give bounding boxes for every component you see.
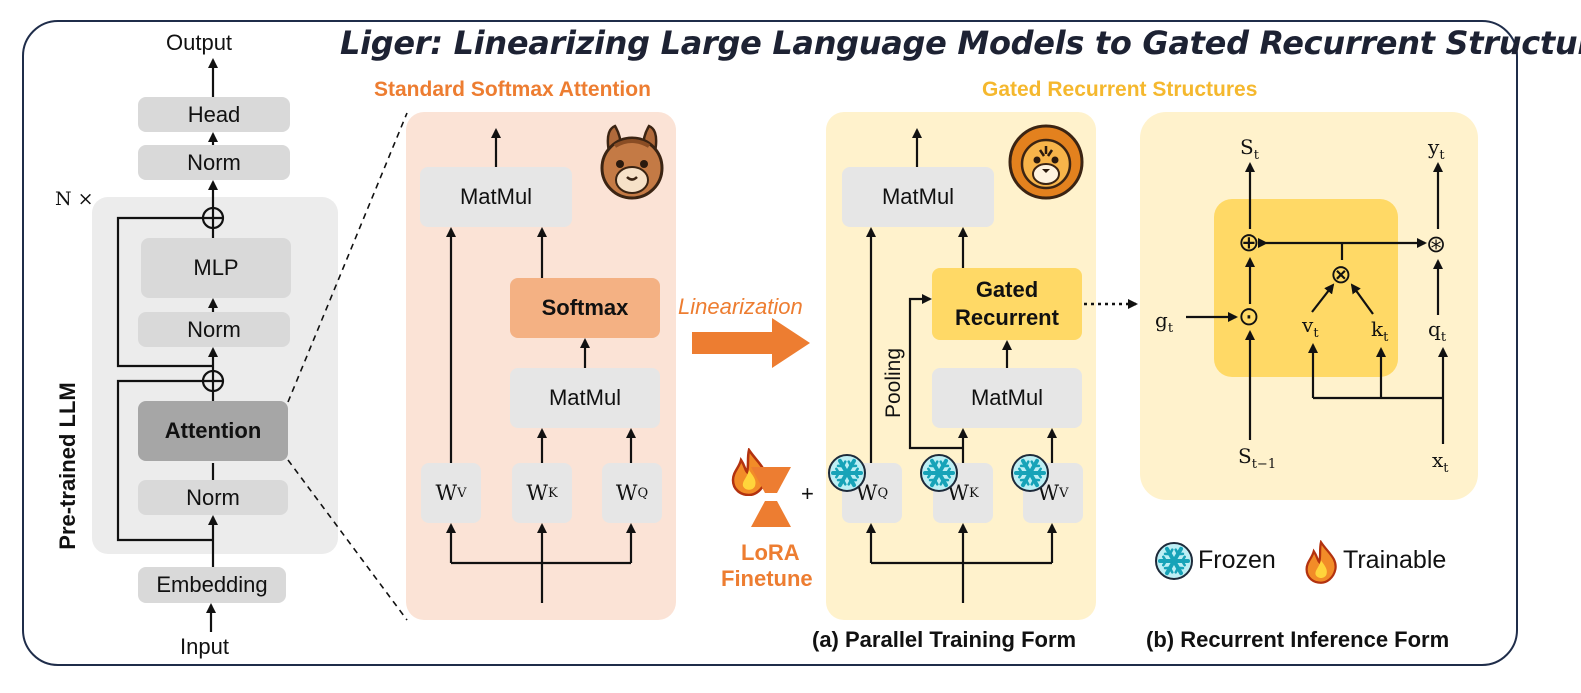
frozen-snowflake-icon-wq bbox=[828, 454, 866, 492]
wq-sub: Q bbox=[637, 485, 649, 501]
pwv-base: W bbox=[1037, 481, 1060, 505]
gt-base: g bbox=[1155, 308, 1168, 332]
softmax-matmul-bottom: MatMul bbox=[510, 368, 660, 428]
legend-snowflake-icon bbox=[1155, 542, 1193, 580]
gated-recurrent-block: Gated Recurrent bbox=[932, 268, 1082, 340]
wk-sub: K bbox=[547, 485, 558, 501]
linearization-arrow bbox=[692, 318, 810, 368]
mlp-block: MLP bbox=[141, 238, 291, 298]
pwq-sub: Q bbox=[877, 485, 889, 501]
qt-base: q bbox=[1428, 317, 1441, 341]
kt-base: k bbox=[1371, 317, 1384, 341]
attention-block: Attention bbox=[138, 401, 288, 461]
yt-base: y bbox=[1428, 135, 1440, 159]
embedding-block: Embedding bbox=[138, 567, 286, 603]
legend-fire-icon bbox=[1305, 540, 1337, 584]
pwv-sub: V bbox=[1059, 485, 1069, 501]
pwk-sub: K bbox=[968, 485, 979, 501]
recurrent-inner-block bbox=[1214, 199, 1398, 377]
output-label: Output bbox=[166, 30, 233, 55]
lora-label-line2: Finetune bbox=[721, 566, 813, 591]
llama-icon bbox=[600, 124, 664, 200]
sp-base: S bbox=[1238, 444, 1252, 468]
parallel-matmul-bottom: MatMul bbox=[932, 368, 1082, 428]
input-label: Input bbox=[180, 634, 229, 659]
wv-base: W bbox=[435, 481, 458, 505]
s-t-label: St bbox=[1240, 135, 1259, 163]
lora-label-line1: LoRA bbox=[741, 540, 800, 565]
xt-sub: t bbox=[1443, 461, 1449, 476]
frozen-snowflake-icon-wk bbox=[920, 454, 958, 492]
k-t-label: kt bbox=[1371, 317, 1388, 345]
g-t-label: gt bbox=[1155, 308, 1173, 336]
v-t-label: vt bbox=[1302, 313, 1319, 341]
softmax-block: Softmax bbox=[510, 278, 660, 338]
st-sub: t bbox=[1253, 148, 1259, 163]
linearization-label: Linearization bbox=[678, 294, 803, 319]
legend-trainable-label: Trainable bbox=[1343, 546, 1447, 574]
s-prev-label: St−1 bbox=[1238, 444, 1276, 472]
head-block: Head bbox=[138, 97, 290, 132]
y-t-label: yt bbox=[1428, 135, 1445, 163]
q-t-label: qt bbox=[1428, 317, 1446, 345]
pwk-base: W bbox=[947, 481, 969, 505]
n-times-label: N × bbox=[55, 188, 94, 210]
norm-bottom-block: Norm bbox=[138, 480, 288, 515]
legend-frozen-label: Frozen bbox=[1198, 546, 1276, 574]
recurrent-caption: (b) Recurrent Inference Form bbox=[1146, 627, 1450, 652]
plus-sign: + bbox=[801, 481, 814, 506]
norm-top-block: Norm bbox=[138, 145, 290, 180]
lora-adapter-icon bbox=[751, 467, 791, 527]
yt-sub: t bbox=[1439, 148, 1445, 163]
wk-base: W bbox=[526, 481, 548, 505]
figure-title: Liger: Linearizing Large Language Models… bbox=[340, 24, 1581, 62]
parallel-caption: (a) Parallel Training Form bbox=[812, 627, 1077, 652]
add-operator: ⊕ bbox=[1238, 228, 1260, 258]
st-base: S bbox=[1240, 135, 1254, 159]
gated-section-title: Gated Recurrent Structures bbox=[982, 78, 1258, 101]
x-t-label: xt bbox=[1432, 448, 1449, 476]
sp-sub: t−1 bbox=[1251, 457, 1277, 472]
diagram-frame bbox=[22, 20, 1518, 666]
star-operator: ⊛ bbox=[1426, 230, 1447, 258]
softmax-matmul-top: MatMul bbox=[420, 167, 572, 227]
pwq-base: W bbox=[855, 481, 878, 505]
softmax-section-title: Standard Softmax Attention bbox=[374, 78, 651, 101]
qt-sub: t bbox=[1440, 330, 1447, 345]
xt-base: x bbox=[1432, 448, 1444, 472]
gt-sub: t bbox=[1167, 321, 1174, 336]
gated-label-1: Gated bbox=[975, 277, 1039, 302]
wq-base: W bbox=[615, 481, 638, 505]
outer-product-operator: ⊗ bbox=[1330, 260, 1352, 290]
wv-sub: V bbox=[457, 485, 467, 501]
vt-sub: t bbox=[1313, 326, 1319, 341]
norm-mid-block: Norm bbox=[138, 312, 290, 347]
kt-sub: t bbox=[1383, 330, 1389, 345]
gated-label-2: Recurrent bbox=[955, 305, 1059, 330]
parallel-matmul-top: MatMul bbox=[842, 167, 994, 227]
frozen-snowflake-icon-wv bbox=[1011, 454, 1049, 492]
liger-icon bbox=[1008, 124, 1084, 200]
vt-base: v bbox=[1302, 313, 1314, 337]
gate-dot-operator: ⊙ bbox=[1238, 302, 1260, 332]
